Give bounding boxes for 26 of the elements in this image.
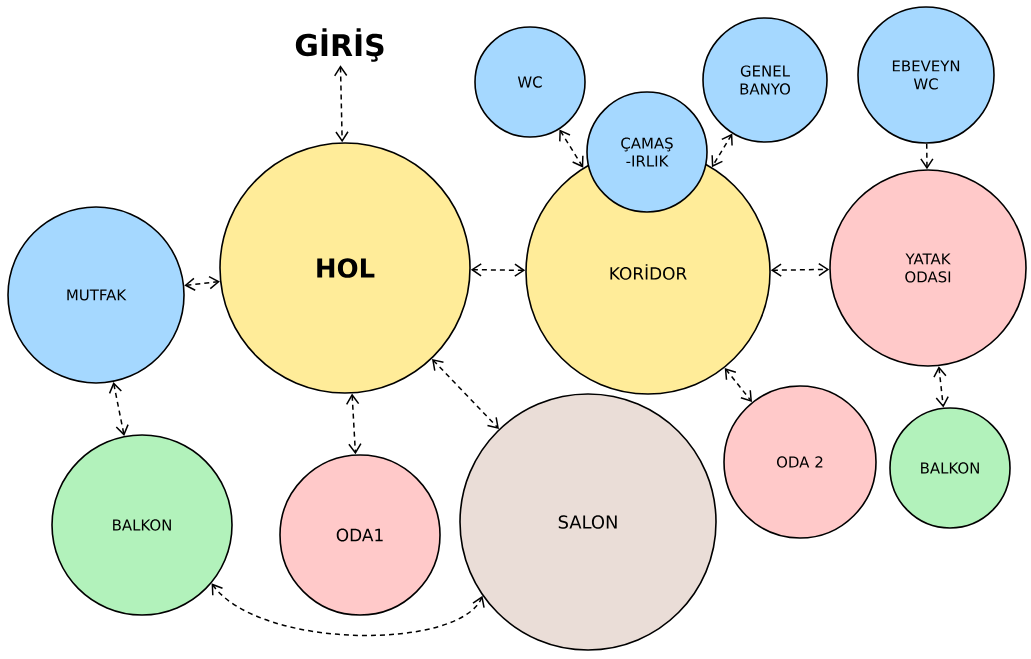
- room-bubble: BALKON: [51, 434, 233, 616]
- room-bubble: ODA 2: [723, 385, 877, 539]
- arrow: [470, 263, 526, 277]
- room-bubble: BALKON: [889, 407, 1011, 529]
- arrow: [724, 367, 753, 403]
- room-bubble: WC: [474, 26, 586, 138]
- room-bubble: GENEL BANYO: [702, 17, 828, 143]
- arrow: [345, 393, 362, 455]
- room-bubble: ÇAMAŞ -IRLIK: [586, 91, 708, 213]
- room-bubble: SALON: [459, 393, 717, 651]
- room-bubble: YATAK ODASI: [829, 169, 1027, 367]
- room-bubble: EBEVEYN WC: [857, 6, 995, 144]
- arrow: [333, 65, 349, 143]
- room-bubble: HOL: [219, 142, 471, 394]
- entrance-label: GİRİŞ: [295, 28, 384, 62]
- arrow: [770, 262, 830, 277]
- arrow: [431, 358, 499, 429]
- arrow: [933, 366, 949, 408]
- room-bubble: ODA1: [279, 454, 441, 616]
- arrow: [711, 133, 733, 168]
- room-bubble: MUTFAK: [7, 206, 185, 384]
- arrow: [184, 275, 220, 291]
- arrow: [211, 583, 485, 637]
- arrow: [559, 129, 584, 168]
- arrow: [108, 382, 129, 436]
- arrow: [920, 143, 934, 170]
